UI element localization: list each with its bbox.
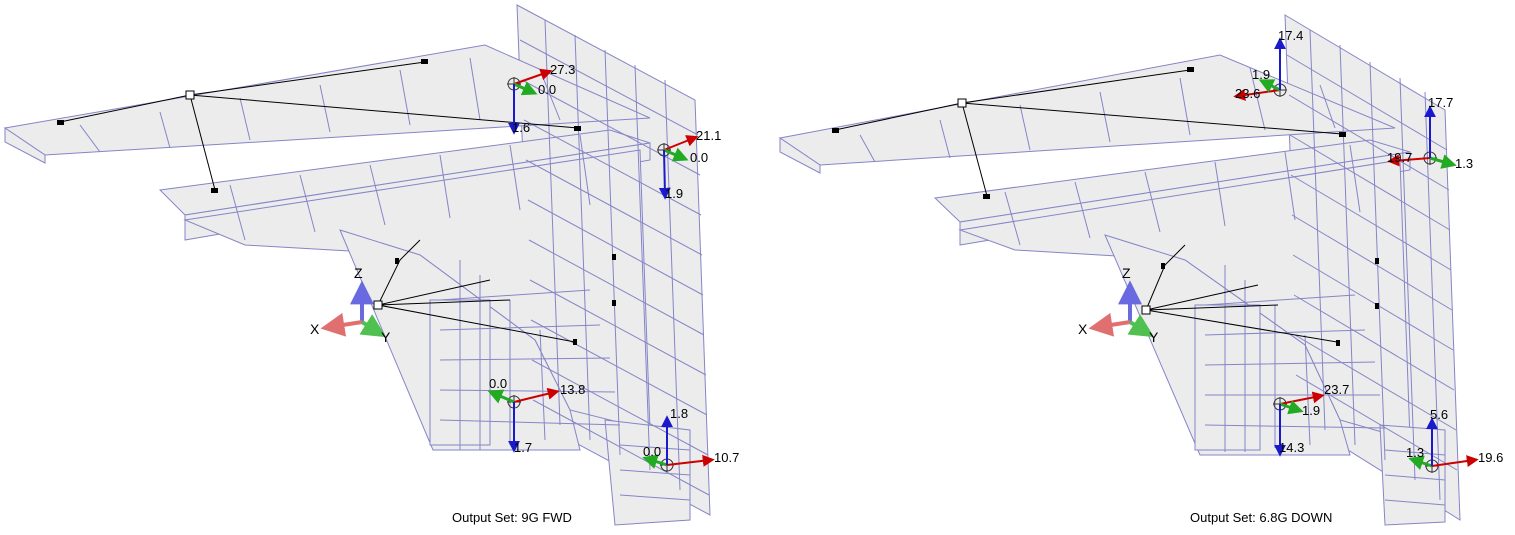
fitting-reaction: 10.7 0.0 1.8 bbox=[642, 406, 739, 472]
force-y-arrow bbox=[487, 389, 515, 404]
fitting-reaction: 13.8 0.0 1.7 bbox=[487, 376, 585, 455]
panel-right bbox=[778, 14, 1461, 526]
force-x-arrow bbox=[663, 135, 699, 151]
force-y-value: 1.3 bbox=[1455, 156, 1473, 171]
force-y-value: 1.3 bbox=[1406, 445, 1424, 460]
reaction-forces: 27.3 0.0 1.6 21.1 0.0 1.9 13.8 0.0 1.7 10.7 0.0 1.8… bbox=[487, 28, 1503, 473]
triad-z-label: Z bbox=[1122, 265, 1131, 281]
force-z-value: 1.7 bbox=[514, 440, 532, 455]
force-x-value: 27.3 bbox=[550, 62, 575, 77]
fe-mesh bbox=[778, 14, 1461, 526]
hub-nodes bbox=[957, 98, 1151, 315]
force-z-value: 1.6 bbox=[512, 120, 530, 135]
force-x-arrow bbox=[1431, 455, 1479, 467]
axis-triad-right: Z X Y bbox=[1078, 265, 1159, 345]
force-y-value: 0.0 bbox=[489, 376, 507, 391]
force-y-arrow bbox=[1429, 154, 1457, 169]
force-z-arrow bbox=[658, 149, 671, 200]
output-set-label-right: Output Set: 6.8G DOWN bbox=[1190, 510, 1333, 525]
force-y-value: 1.9 bbox=[1252, 67, 1270, 82]
triad-y-arrow bbox=[359, 314, 387, 338]
fitting-reaction: 23.7 1.9 14.3 bbox=[1273, 382, 1349, 457]
force-y-arrow bbox=[1258, 79, 1281, 93]
fitting-reaction: 23.6 1.9 17.4 bbox=[1233, 28, 1303, 101]
fitting-reaction: 19.7 1.3 17.7 bbox=[1387, 95, 1473, 171]
triad-y-arrow bbox=[1127, 314, 1155, 338]
force-x-value: 13.8 bbox=[560, 382, 585, 397]
force-x-value: 10.7 bbox=[714, 450, 739, 465]
node-markers bbox=[57, 59, 616, 345]
triad-y-label: Y bbox=[381, 329, 391, 345]
panel-left bbox=[3, 4, 711, 526]
force-y-value: 0.0 bbox=[690, 150, 708, 165]
force-x-value: 19.7 bbox=[1387, 150, 1412, 165]
triad-x-arrow bbox=[1088, 312, 1131, 337]
fitting-reaction: 21.1 0.0 1.9 bbox=[657, 128, 721, 201]
force-x-arrow bbox=[666, 454, 715, 467]
force-y-value: 0.0 bbox=[538, 82, 556, 97]
force-z-value: 17.7 bbox=[1428, 95, 1453, 110]
force-x-value: 19.6 bbox=[1478, 450, 1503, 465]
mesh-grid-lines bbox=[859, 29, 1458, 506]
triad-y-label: Y bbox=[1149, 329, 1159, 345]
force-z-value: 17.4 bbox=[1278, 28, 1303, 43]
force-z-value: 1.8 bbox=[670, 406, 688, 421]
output-set-label-left: Output Set: 9G FWD bbox=[452, 510, 572, 525]
mesh-grid-lines bbox=[79, 19, 710, 501]
force-z-value: 1.9 bbox=[665, 186, 683, 201]
force-x-arrow bbox=[513, 68, 553, 85]
force-x-value: 23.7 bbox=[1324, 382, 1349, 397]
force-x-arrow bbox=[1279, 391, 1325, 405]
force-x-arrow bbox=[513, 387, 560, 403]
triad-z-label: Z bbox=[354, 265, 363, 281]
force-y-value: 0.0 bbox=[643, 444, 661, 459]
fitting-reaction: 27.3 0.0 1.6 bbox=[507, 62, 575, 135]
force-x-value: 23.6 bbox=[1235, 86, 1260, 101]
force-z-value: 5.6 bbox=[1430, 407, 1448, 422]
fitting-reaction: 19.6 1.3 5.6 bbox=[1406, 407, 1503, 473]
triad-x-arrow bbox=[320, 312, 363, 337]
axis-triad-left: Z X Y bbox=[310, 265, 391, 345]
force-x-arrow bbox=[1387, 154, 1431, 167]
force-y-arrow bbox=[663, 147, 689, 162]
triad-x-label: X bbox=[1078, 321, 1088, 337]
force-y-arrow bbox=[1279, 400, 1304, 415]
force-y-arrow bbox=[1408, 455, 1433, 470]
force-y-value: 1.9 bbox=[1302, 403, 1320, 418]
force-z-value: 14.3 bbox=[1279, 440, 1304, 455]
force-y-arrow bbox=[513, 81, 538, 96]
force-y-arrow bbox=[642, 454, 668, 469]
force-x-value: 21.1 bbox=[696, 128, 721, 143]
triad-x-label: X bbox=[310, 321, 320, 337]
node-markers bbox=[832, 67, 1379, 346]
hub-nodes bbox=[185, 90, 383, 310]
